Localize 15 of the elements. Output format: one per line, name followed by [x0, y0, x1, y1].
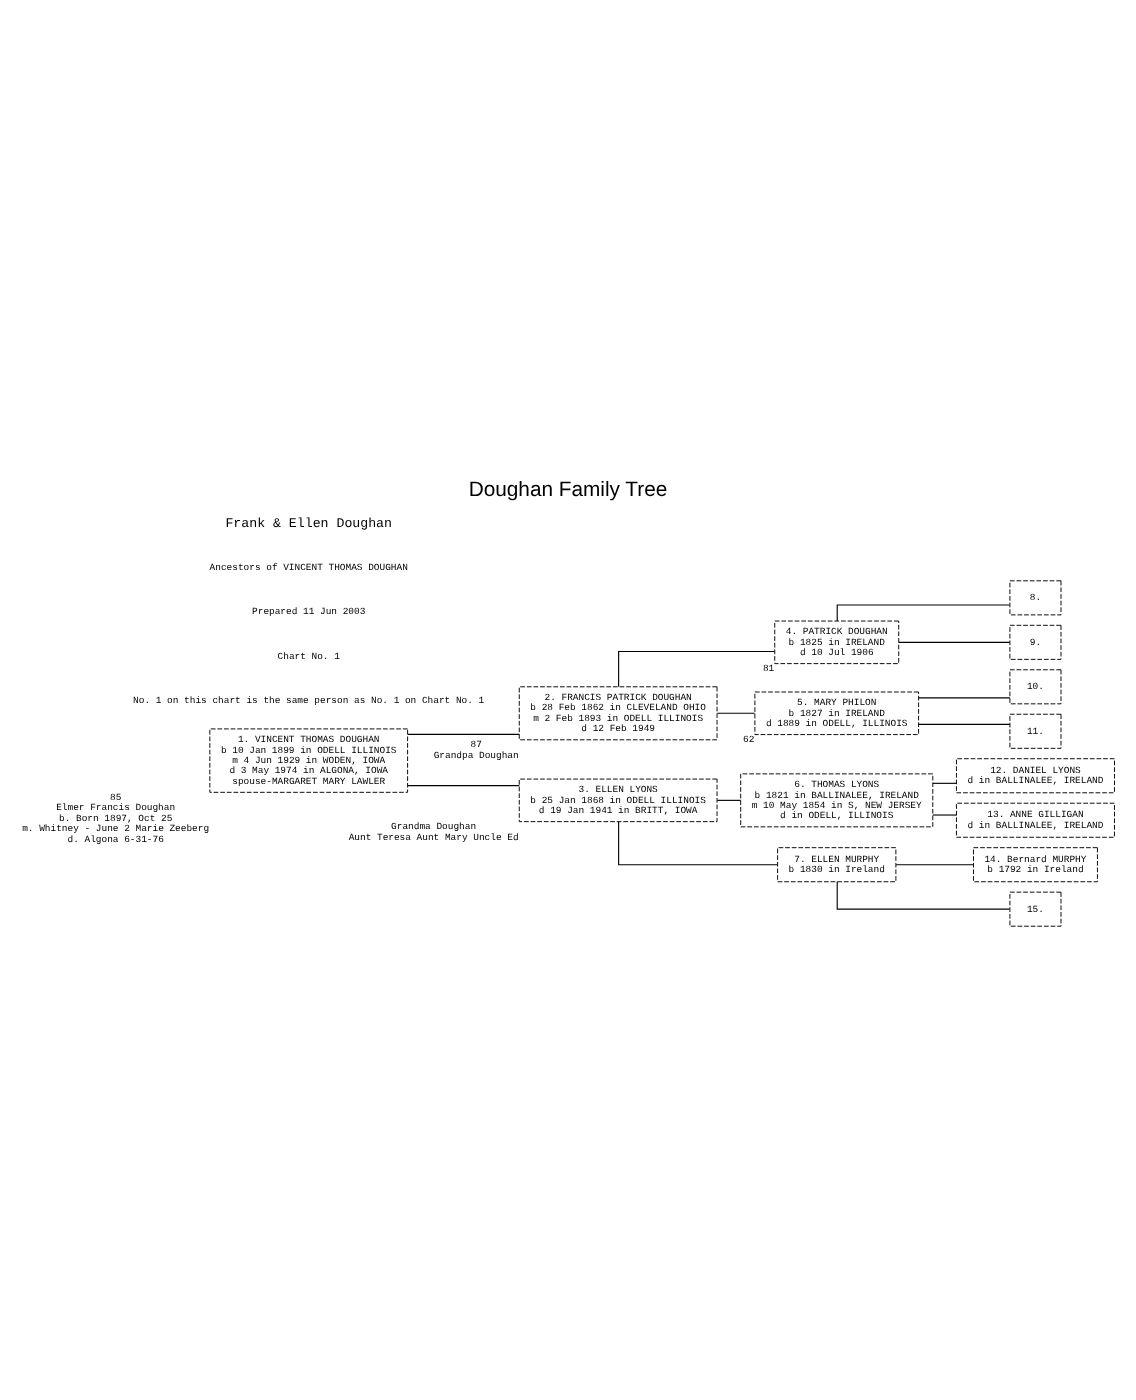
connector [836, 880, 1011, 909]
connector [716, 798, 742, 800]
diagram-title: Doughan Family Tree [468, 479, 668, 502]
connector [407, 732, 520, 734]
connector [918, 722, 1011, 724]
connector [895, 863, 974, 865]
connector [918, 696, 1011, 698]
connector [618, 650, 776, 687]
connector [932, 813, 957, 815]
connector [716, 711, 756, 713]
connector [836, 603, 1011, 621]
connector [618, 820, 778, 865]
connector [407, 784, 520, 786]
connector [932, 781, 957, 783]
connector [898, 640, 1011, 642]
